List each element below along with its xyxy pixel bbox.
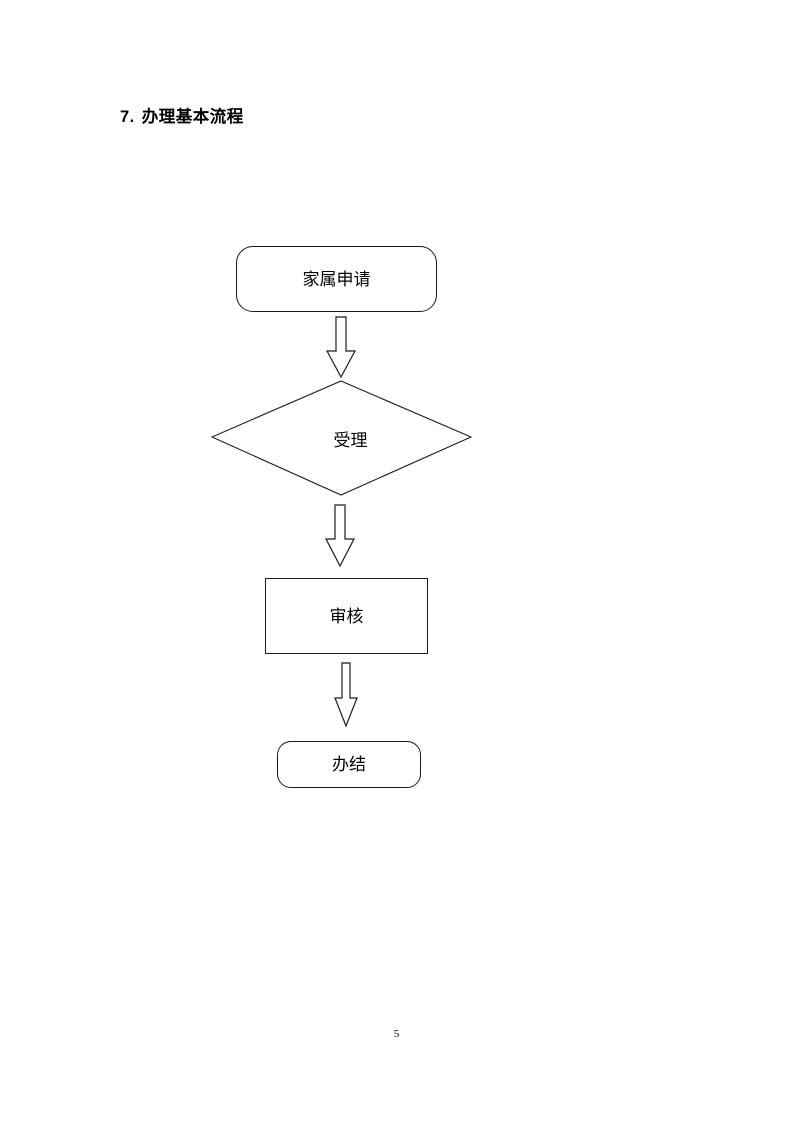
flow-arrow-1 (326, 316, 356, 379)
flow-node-finish-label: 办结 (332, 755, 366, 774)
flow-node-start-label: 家属申请 (302, 269, 371, 289)
flow-node-start: 家属申请 (236, 246, 437, 312)
flow-node-review: 审核 (265, 578, 428, 654)
flow-node-review-label: 审核 (329, 606, 364, 626)
heading-number: 7. (120, 108, 135, 126)
flow-node-finish: 办结 (277, 741, 421, 788)
flow-node-accept-label: 受理 (333, 430, 368, 450)
page-title: 7. 办理基本流程 (120, 103, 244, 127)
page-number: 5 (393, 1028, 400, 1040)
flow-arrow-2 (324, 504, 356, 568)
heading-text: 办理基本流程 (141, 108, 244, 126)
flow-arrow-3 (333, 662, 359, 728)
flow-node-accept: 受理 (211, 380, 472, 496)
